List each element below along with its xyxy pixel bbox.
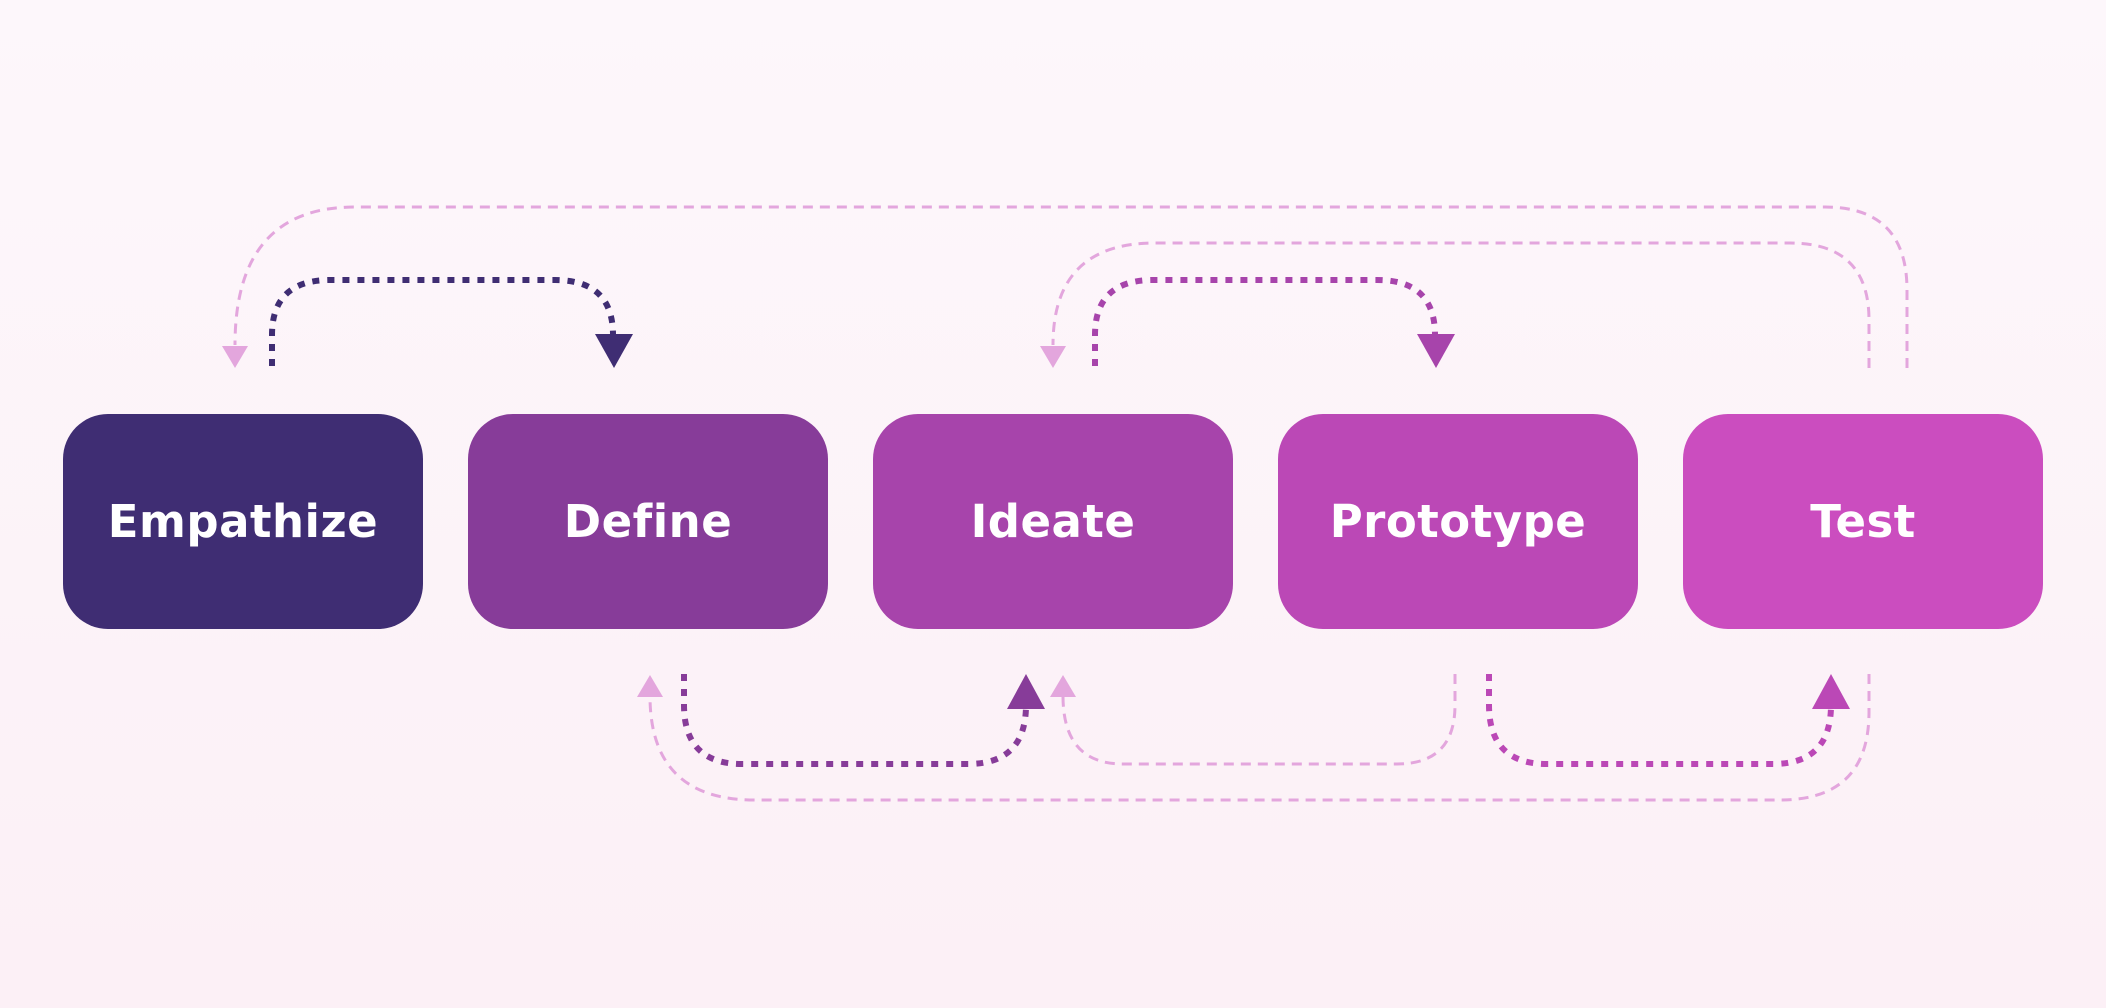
stage-label: Test <box>1810 495 1916 548</box>
stage-define: Define <box>468 414 828 629</box>
stage-prototype: Prototype <box>1278 414 1638 629</box>
arrowhead-prototype <box>1417 334 1455 368</box>
connector-prototype-ideate <box>1061 674 1457 766</box>
arrowhead-empathize <box>222 346 248 368</box>
connector-test-define <box>648 674 1871 802</box>
arrowhead-test <box>1812 674 1850 709</box>
stage-label: Prototype <box>1329 495 1587 548</box>
arrowhead-ideate-bottom <box>1050 675 1076 697</box>
connector-test-ideate <box>1051 241 1871 368</box>
stage-test: Test <box>1683 414 2043 629</box>
arrowhead-ideate-top <box>1040 346 1066 368</box>
connector-prototype-test <box>1486 674 1834 767</box>
stage-label: Define <box>563 495 733 548</box>
connector-test-empathize <box>233 205 1909 368</box>
arrowhead-ideate <box>1007 674 1045 709</box>
stage-ideate: Ideate <box>873 414 1233 629</box>
connector-empathize-define <box>269 277 616 366</box>
arrowhead-define-bottom <box>637 675 663 697</box>
arrowhead-define <box>595 334 633 368</box>
stage-label: Ideate <box>970 495 1136 548</box>
stage-empathize: Empathize <box>63 414 423 629</box>
connector-ideate-prototype <box>1092 277 1438 366</box>
connector-define-ideate <box>681 674 1029 767</box>
stage-label: Empathize <box>107 495 379 548</box>
